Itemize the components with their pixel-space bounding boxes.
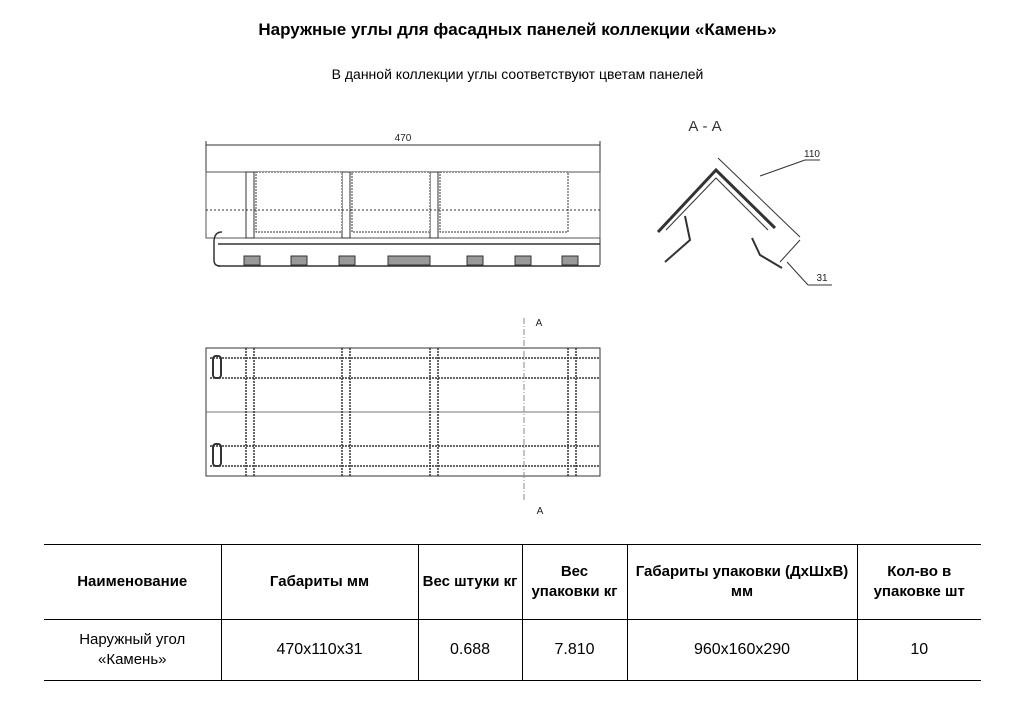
section-view xyxy=(656,157,832,286)
page-subtitle: В данной коллекции углы соответствуют цв… xyxy=(331,66,704,82)
cut-label-bottom: А xyxy=(537,506,544,517)
cell-dimensions: 470x110x31 xyxy=(220,619,419,681)
header-dimensions: Габариты мм xyxy=(220,544,419,620)
header-pack-quantity: Кол-во в упаковке шт xyxy=(856,544,981,620)
length-dimension: 470 xyxy=(395,133,412,144)
depth-dimension: 31 xyxy=(816,273,828,284)
side-view xyxy=(205,141,601,267)
header-pack-weight: Вес упаковки кг xyxy=(521,544,628,620)
table-header-row: Наименование Габариты мм Вес штуки кг Ве… xyxy=(44,544,981,620)
cell-pack-quantity: 10 xyxy=(856,619,981,681)
header-unit-weight: Вес штуки кг xyxy=(417,544,523,620)
specs-table: Наименование Габариты мм Вес штуки кг Ве… xyxy=(44,544,981,681)
header-pack-dimensions: Габариты упаковки (ДхШхВ) мм xyxy=(626,544,858,620)
table-row: Наружный угол «Камень» 470x110x31 0.688 … xyxy=(44,619,981,681)
cut-label-top: А xyxy=(536,318,543,329)
technical-drawing: 470 А - А 110 31 xyxy=(205,118,832,517)
top-view xyxy=(205,318,601,500)
header-name: Наименование xyxy=(44,544,222,620)
cell-unit-weight: 0.688 xyxy=(417,619,523,681)
page-title: Наружные углы для фасадных панелей колле… xyxy=(258,20,777,39)
cell-pack-weight: 7.810 xyxy=(521,619,628,681)
section-label: А - А xyxy=(688,118,721,135)
width-dimension: 110 xyxy=(804,149,820,160)
cell-pack-dimensions: 960x160x290 xyxy=(626,619,858,681)
cell-name: Наружный угол «Камень» xyxy=(44,619,222,681)
